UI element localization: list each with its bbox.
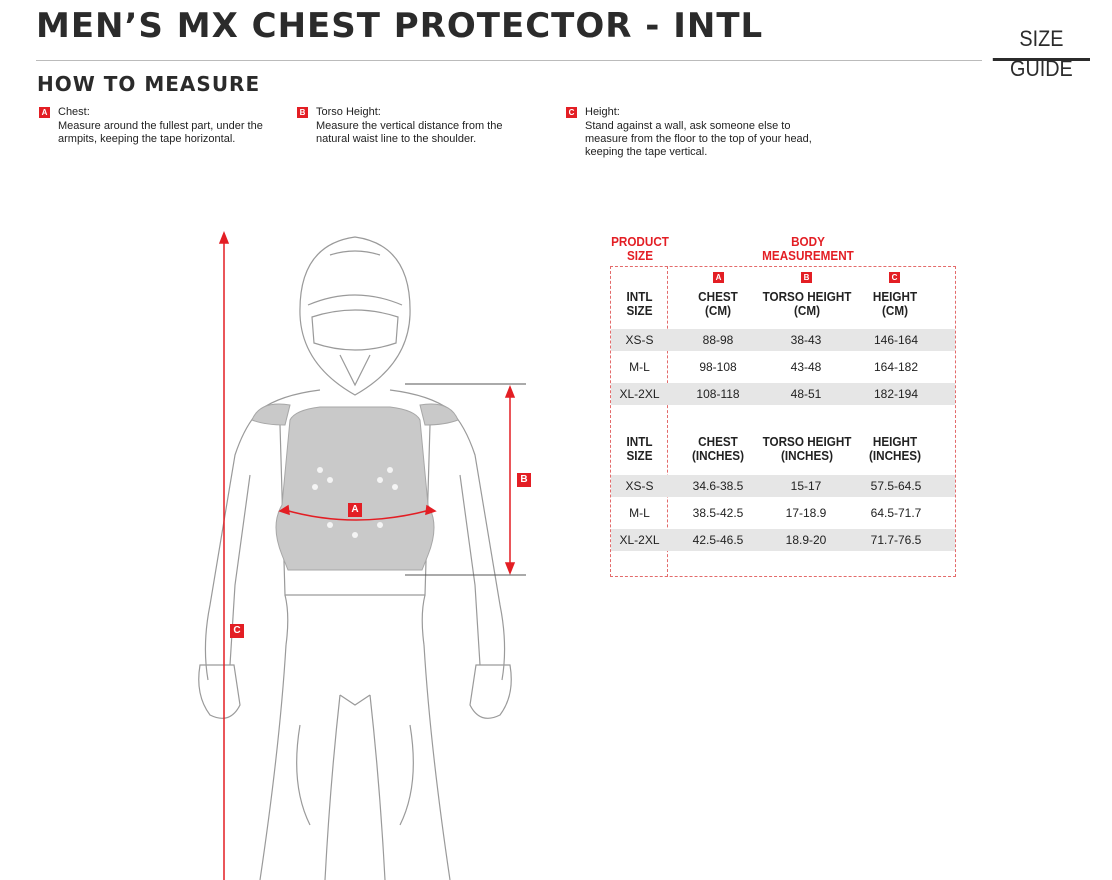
table-row: M-L 98-108 43-48 164-182 bbox=[611, 356, 955, 378]
table-row: M-L 38.5-42.5 17-18.9 64.5-71.7 bbox=[611, 502, 955, 524]
table-divider bbox=[667, 266, 668, 577]
table-row: XS-S 34.6-38.5 15-17 57.5-64.5 bbox=[611, 475, 955, 497]
instruction-title: Torso Height: bbox=[316, 106, 381, 118]
table-cell: 38.5-42.5 bbox=[692, 506, 744, 520]
table-cell: 38-43 bbox=[790, 333, 822, 347]
how-to-measure-heading: HOW TO MEASURE bbox=[37, 72, 261, 96]
table-row: XS-S 88-98 38-43 146-164 bbox=[611, 329, 955, 351]
table-cell: 15-17 bbox=[790, 479, 822, 493]
column-badge-a: A bbox=[713, 272, 724, 283]
table-cell: 34.6-38.5 bbox=[692, 479, 744, 493]
table-cell: 98-108 bbox=[699, 360, 737, 374]
table-cell: 48-51 bbox=[790, 387, 822, 401]
table-cell: 164-182 bbox=[873, 360, 919, 374]
table-cell: XS-S bbox=[625, 479, 654, 493]
table-cell: M-L bbox=[629, 360, 650, 374]
table-row: XL-2XL 108-118 48-51 182-194 bbox=[611, 383, 955, 405]
title-divider bbox=[36, 60, 982, 61]
column-header: CHEST(INCHES) bbox=[691, 434, 745, 463]
column-header: TORSO HEIGHT(CM) bbox=[762, 289, 852, 318]
page-title: MEN’S MX CHEST PROTECTOR - INTL bbox=[36, 6, 764, 46]
table-cell: 42.5-46.5 bbox=[692, 533, 744, 547]
size-guide-tab[interactable]: SIZE GUIDE bbox=[992, 24, 1090, 81]
column-badge-c: C bbox=[889, 272, 900, 283]
marker-b-badge: B bbox=[297, 107, 308, 118]
instruction-text: Stand against a wall, ask someone else t… bbox=[585, 120, 812, 158]
table-cell: 18.9-20 bbox=[785, 533, 827, 547]
marker-c-badge: C bbox=[566, 107, 577, 118]
table-cell: 43-48 bbox=[790, 360, 822, 374]
table-cell: XL-2XL bbox=[619, 387, 660, 401]
table-cell: 146-164 bbox=[873, 333, 919, 347]
table-row: XL-2XL 42.5-46.5 18.9-20 71.7-76.5 bbox=[611, 529, 955, 551]
table-cell: 88-98 bbox=[702, 333, 734, 347]
table-cell: 64.5-71.7 bbox=[870, 506, 922, 520]
marker-c-badge: C bbox=[230, 624, 244, 638]
table-cell: 71.7-76.5 bbox=[870, 533, 922, 547]
column-header: CHEST(CM) bbox=[698, 289, 738, 318]
marker-a-badge: A bbox=[348, 503, 362, 517]
column-header: HEIGHT(INCHES) bbox=[868, 434, 922, 463]
rider-illustration bbox=[198, 230, 526, 880]
table-cell: 17-18.9 bbox=[785, 506, 827, 520]
instruction-text: Measure the vertical distance from the n… bbox=[316, 120, 503, 145]
instruction-text: Measure around the fullest part, under t… bbox=[58, 120, 263, 145]
instruction-title: Chest: bbox=[58, 106, 90, 118]
column-header: HEIGHT(CM) bbox=[872, 289, 918, 318]
size-table bbox=[610, 266, 956, 577]
table-cell: M-L bbox=[629, 506, 650, 520]
marker-b-badge: B bbox=[517, 473, 531, 487]
column-header: TORSO HEIGHT(INCHES) bbox=[762, 434, 852, 463]
table-cell: 182-194 bbox=[873, 387, 919, 401]
table-cell: XL-2XL bbox=[619, 533, 660, 547]
instruction-title: Height: bbox=[585, 106, 620, 118]
marker-a-badge: A bbox=[39, 107, 50, 118]
table-cell: 108-118 bbox=[696, 387, 740, 401]
column-badge-b: B bbox=[801, 272, 812, 283]
table-cell: XS-S bbox=[625, 333, 654, 347]
table-cell: 57.5-64.5 bbox=[870, 479, 922, 493]
